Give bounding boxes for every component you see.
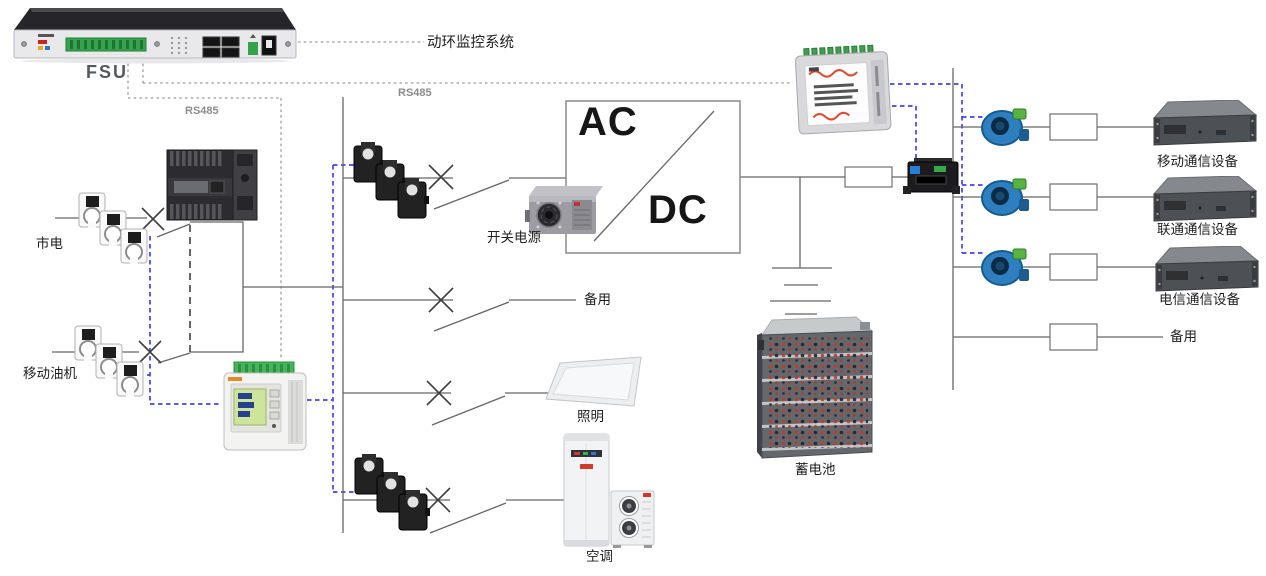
ac-label: AC: [578, 100, 638, 144]
aircon-ct-sensors: [355, 454, 430, 530]
switching-power-label: 开关电源: [487, 230, 541, 245]
fuse-boxes: [844, 113, 1098, 351]
air-conditioner-outdoor-device: [610, 490, 655, 548]
branch-hall-ct-sensors: [982, 109, 1029, 285]
air-conditioner-label: 空调: [586, 549, 613, 564]
unicom-equipment-label: 联通通信设备: [1157, 222, 1238, 237]
fsu-device: [13, 8, 297, 64]
lighting-label: 照明: [577, 409, 604, 424]
dc-hall-sensor-device: [903, 158, 960, 194]
breaker-x-marks: [138, 164, 454, 513]
rs485-dotted-lines: [127, 41, 793, 360]
dc-energy-meter-device: [794, 44, 892, 135]
spare-left-label: 备用: [584, 292, 611, 307]
mains-ct-sensors: [79, 193, 147, 264]
generator-ct-sensors: [75, 326, 143, 397]
unicom-comm-server: [1154, 176, 1256, 221]
rs485-left-label: RS485: [185, 105, 219, 117]
telecom-equipment-label: 电信通信设备: [1159, 292, 1240, 307]
switching-psu-device: [525, 186, 603, 234]
light-panel-device: [545, 356, 642, 407]
battery-symbol: [770, 267, 832, 315]
fsu-label: FSU: [86, 62, 128, 82]
mains-label: 市电: [36, 236, 63, 251]
mobile-generator-label: 移动油机: [23, 366, 77, 381]
ac-energy-meter-device: [223, 361, 307, 451]
monitoring-system-label: 动环监控系统: [427, 35, 514, 51]
spare-right-label: 备用: [1170, 329, 1197, 344]
mobile-equipment-label: 移动通信设备: [1157, 154, 1238, 169]
rs485-mid-label: RS485: [398, 87, 432, 99]
air-conditioner-cabinet-device: [563, 433, 610, 547]
dc-label: DC: [648, 188, 708, 232]
mobile-comm-server: [1154, 100, 1256, 145]
battery-label: 蓄电池: [795, 462, 836, 477]
battery-bank-device: [757, 316, 874, 459]
rectifier-ct-sensors: [354, 142, 429, 218]
transfer-switch-device: [166, 149, 258, 221]
telecom-comm-server: [1156, 246, 1258, 291]
